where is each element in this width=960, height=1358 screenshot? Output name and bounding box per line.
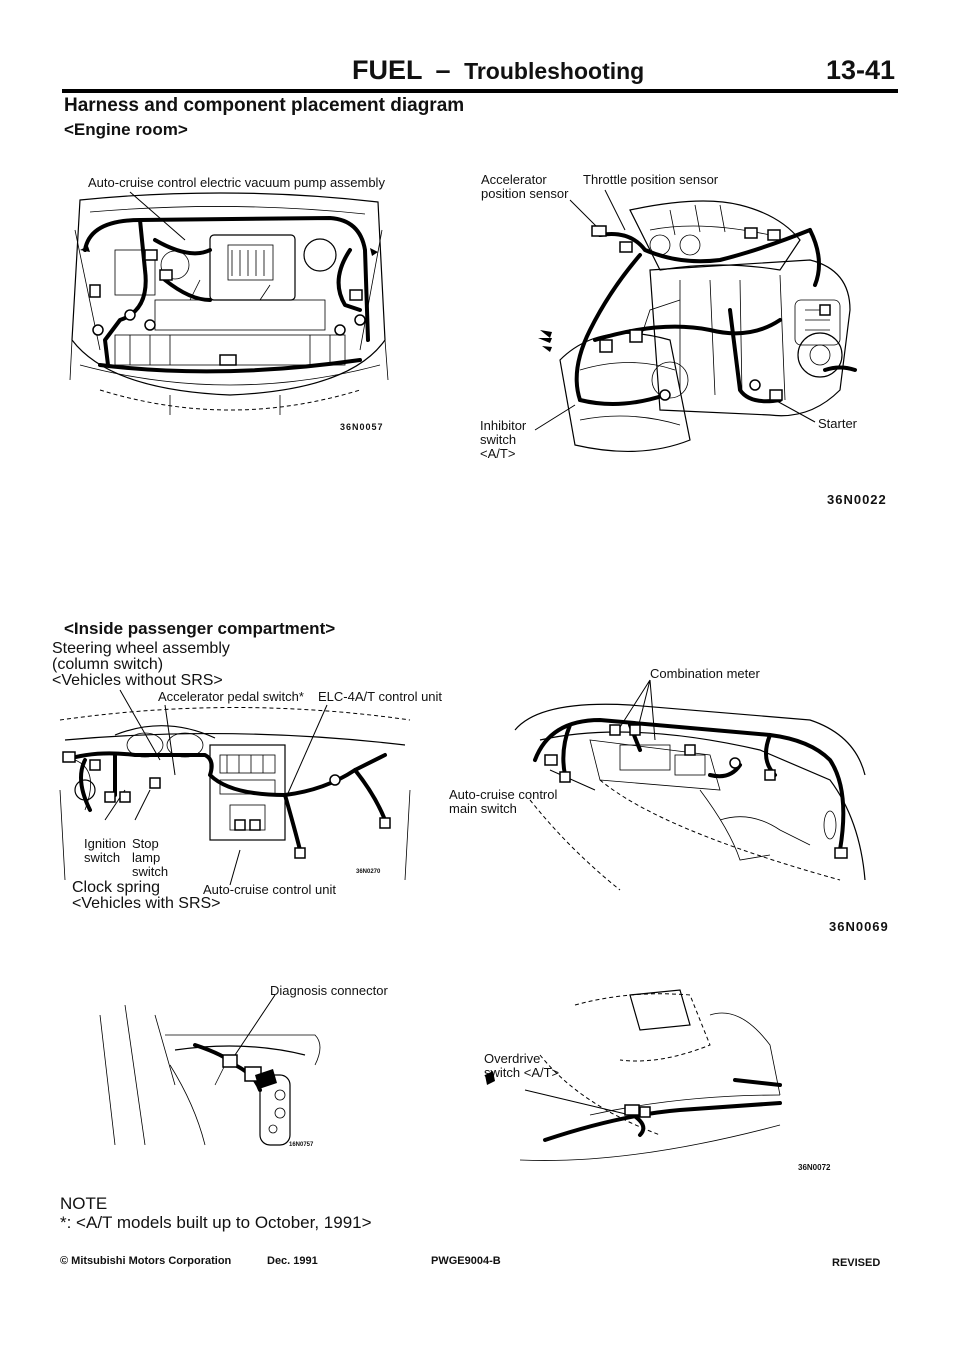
header-section: FUEL – Troubleshooting [352,55,644,86]
inhibitor-switch-label: Inhibitor switch <A/T> [480,418,527,461]
section-name: FUEL [352,55,423,85]
subsection-name: Troubleshooting [464,58,645,84]
accel-pedal-label: Accelerator pedal switch* [158,689,304,704]
note-title: NOTE [60,1194,108,1213]
page-title: Harness and component placement diagram [64,95,465,116]
main-switch-label: Auto-cruise control main switch [449,787,558,816]
starter-label: Starter [818,416,858,431]
combination-meter-label: Combination meter [650,666,760,681]
footer-copyright: © Mitsubishi Motors Corporation [60,1255,232,1267]
engine-bay-drawing [69,191,389,415]
instrument-panel-drawing [514,679,866,891]
dashboard-code: 36N0270 [356,869,381,875]
ignition-switch-label: Ignition switch [84,836,126,865]
footer-status: REVISED [832,1257,881,1269]
footer-doc-code: PWGE9004-B [431,1255,501,1267]
stop-lamp-label: Stop lamp switch [132,836,169,879]
engine-assembly-drawing [534,189,857,453]
diagnosis-label: Diagnosis connector [270,983,388,998]
overdrive-label: Overdrive switch <A/T> [484,1051,560,1080]
engine-left-code: 36N0057 [340,422,384,432]
diagnosis-drawing [99,994,321,1146]
diagnosis-code: 16N0757 [289,1142,314,1148]
note-text: *: <A/T models built up to October, 1991… [60,1213,372,1232]
panel-code: 36N0069 [829,919,889,934]
engine-room-heading: <Engine room> [64,120,188,139]
passenger-heading: <Inside passenger compartment> [64,619,336,638]
engine-right-code: 36N0022 [827,492,887,507]
console-drawing [485,989,782,1161]
elc-label: ELC-4A/T control unit [318,689,443,704]
clock-spring-label: Clock spring <Vehicles with SRS> [72,879,221,912]
throttle-sensor-label: Throttle position sensor [583,172,719,187]
page-number: 13-41 [826,55,896,85]
steering-label: Steering wheel assembly (column switch) … [52,640,230,689]
header-dash: – [435,55,451,85]
vacuum-pump-label: Auto-cruise control electric vacuum pump… [88,175,385,190]
dashboard-drawing [59,689,411,886]
cruise-unit-label: Auto-cruise control unit [203,882,336,897]
footer-date: Dec. 1991 [267,1255,318,1267]
console-code: 36N0072 [798,1163,831,1172]
accelerator-sensor-label: Accelerator position sensor [481,172,569,201]
header-rule [62,89,898,93]
